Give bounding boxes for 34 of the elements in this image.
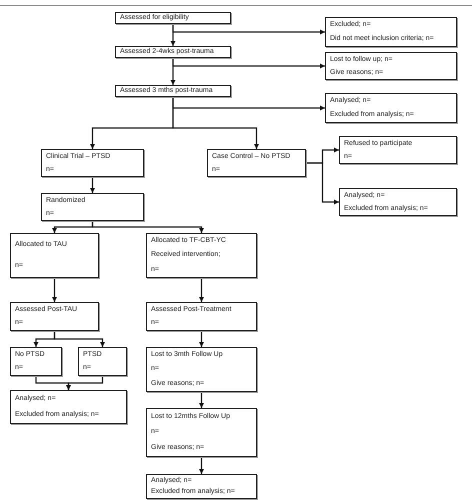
process-box bbox=[146, 302, 257, 331]
process-box bbox=[207, 149, 306, 177]
process-box bbox=[10, 302, 99, 331]
process-box bbox=[339, 188, 457, 216]
process-box bbox=[146, 347, 257, 392]
process-box bbox=[41, 149, 144, 177]
process-box bbox=[325, 17, 457, 47]
connector-arrow bbox=[172, 97, 259, 149]
connector-arrow bbox=[170, 58, 176, 85]
process-box bbox=[146, 233, 257, 278]
connector-arrow bbox=[92, 221, 204, 233]
connector-arrow bbox=[199, 392, 204, 408]
process-box bbox=[10, 390, 127, 424]
process-box bbox=[10, 347, 62, 376]
process-box bbox=[115, 12, 231, 24]
process-box bbox=[146, 408, 257, 457]
process-box bbox=[78, 347, 127, 376]
process-box bbox=[10, 233, 99, 278]
connector-arrow bbox=[90, 177, 95, 193]
connector-arrow bbox=[306, 162, 339, 204]
process-box bbox=[115, 46, 231, 58]
process-box bbox=[339, 136, 457, 164]
process-box bbox=[325, 52, 457, 80]
process-box bbox=[41, 193, 144, 221]
connector-arrow bbox=[52, 278, 57, 302]
connector-arrow bbox=[199, 278, 204, 302]
process-box bbox=[146, 474, 257, 499]
connector-arrow bbox=[54, 331, 105, 347]
connector-arrow bbox=[199, 331, 204, 347]
connector-arrow bbox=[66, 376, 104, 390]
connector-arrow bbox=[199, 457, 204, 474]
process-box bbox=[325, 93, 457, 123]
process-box bbox=[115, 85, 231, 97]
connector-arrow bbox=[170, 24, 176, 46]
